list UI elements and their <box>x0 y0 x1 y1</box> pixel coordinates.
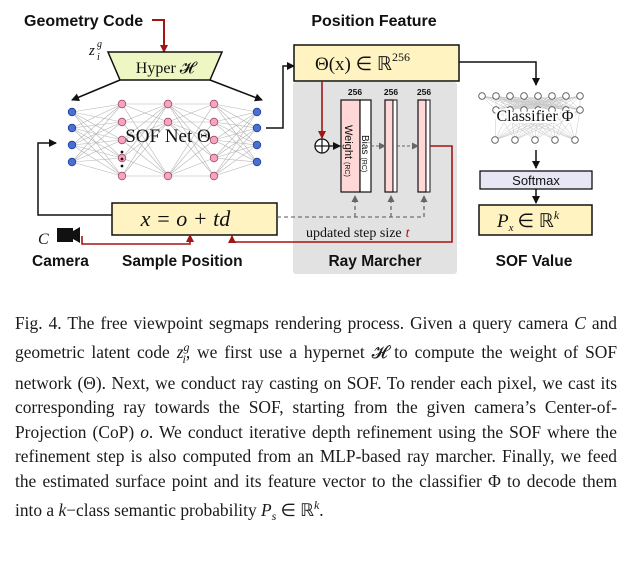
ray-marcher-label: Ray Marcher <box>328 253 421 270</box>
bias-label: Bias <box>359 135 370 154</box>
figure-caption: Fig. 4. The free viewpoint segmaps rende… <box>15 311 617 529</box>
geometry-code-title: Geometry Code <box>24 13 143 30</box>
latent-code-z: z <box>88 43 95 59</box>
layer-bar-2 <box>384 99 394 193</box>
caption-Ps: P <box>261 499 272 520</box>
position-feature-expr: Θ(x) ∈ ℝ <box>315 54 392 75</box>
sof-value-title: SOF Value <box>496 253 573 270</box>
layer-width-2: 256 <box>384 87 398 97</box>
bias-text: Bias (RC) <box>359 135 370 172</box>
caption-z: z <box>176 342 184 363</box>
caption-C: C <box>574 313 586 333</box>
caption-t4: to compute the weight of SOF network (Θ)… <box>15 342 617 442</box>
sof-value-sup: k <box>554 208 560 222</box>
caption-t1: The free viewpoint segmaps rendering pro… <box>67 313 569 333</box>
caption-o: o <box>140 421 149 442</box>
sample-position-label: Sample Position <box>122 253 243 270</box>
caption-t8: . <box>319 499 324 520</box>
updated-step-text: updated step size t <box>306 226 411 241</box>
caption-zsub: i <box>182 351 186 366</box>
hypernet-label: Hyper 𝓗 <box>136 60 198 77</box>
position-feature-expr-group: Θ(x) ∈ ℝ256 <box>315 50 410 75</box>
caption-t2: and geometric latent code <box>15 313 617 363</box>
layer-width-3: 256 <box>417 87 431 97</box>
classifier-label: Classifier Φ <box>496 108 573 125</box>
sample-position-box <box>111 202 278 236</box>
latent-code-sub: i <box>97 52 100 63</box>
softmax-label: Softmax <box>512 173 560 188</box>
sof-network <box>67 99 262 181</box>
caption-t7: ∈ ℝ <box>280 499 314 520</box>
sof-value-box <box>478 204 593 236</box>
step-symbol: t <box>406 226 411 241</box>
caption-t3: , we first use a hypernet <box>185 342 365 363</box>
sof-value-sub: x <box>508 222 514 234</box>
camera-symbol: C <box>38 231 49 248</box>
ray-marcher-panel <box>293 82 457 274</box>
caption-t6: −class semantic probability <box>66 499 257 520</box>
position-feature-sup: 256 <box>392 50 410 64</box>
sof-value-expr-group: Px ∈ ℝk <box>496 208 560 234</box>
layer-bar-3 <box>417 99 427 193</box>
updated-step-label: updated step size <box>306 226 402 241</box>
weight-text: Weight (RC) <box>342 125 354 177</box>
classifier-network <box>478 92 584 144</box>
layer-width-1: 256 <box>348 87 362 97</box>
caption-H: 𝓗 <box>371 342 388 363</box>
sof-net-label: SOF Net Θ <box>125 126 211 147</box>
position-feature-box <box>293 44 460 82</box>
weight-label: Weight <box>342 125 354 159</box>
caption-zsup: g <box>183 340 190 355</box>
caption-Ps-sup: k <box>313 498 320 513</box>
caption-k: k <box>58 499 67 520</box>
sof-value-p: P <box>496 211 509 232</box>
bias-sub: (RC) <box>360 157 367 172</box>
sample-position-equation: x = o + td⃗ <box>140 206 248 231</box>
caption-t5: . We conduct iterative depth refinement … <box>15 421 617 520</box>
sof-value-rest: ∈ ℝ <box>518 211 554 232</box>
caption-Ps-sub: s <box>271 509 277 524</box>
position-feature-title: Position Feature <box>311 13 436 30</box>
camera-label: Camera <box>32 253 89 270</box>
camera-icon <box>57 227 80 243</box>
caption-fig-label: Fig. 4. <box>15 313 62 333</box>
weight-sub: (RC) <box>343 162 350 177</box>
figure-diagram: Geometry Code z g i Hyper 𝓗 SOF Net Θ C … <box>24 13 593 274</box>
latent-code-sup: g <box>97 39 102 50</box>
